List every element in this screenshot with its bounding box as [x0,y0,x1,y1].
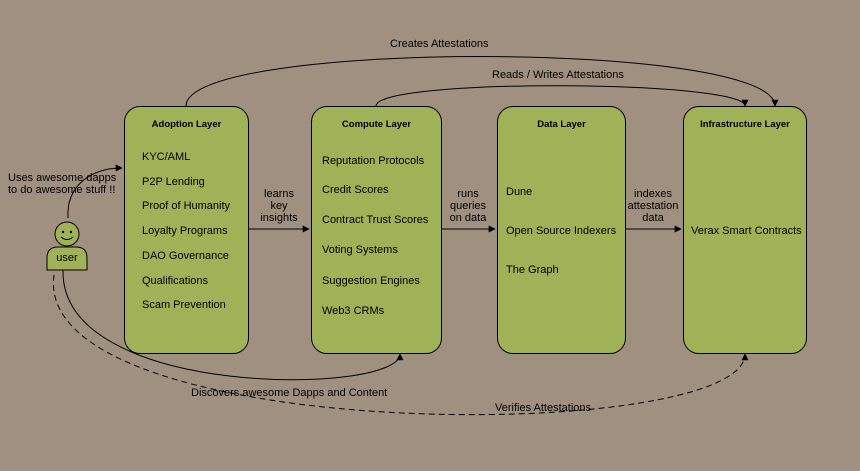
compute-layer-title: Compute Layer [341,119,412,130]
reads-writes-attestations-edge [375,85,749,107]
compute-item: Voting Systems [322,244,398,256]
reads-writes-attestations-label: Reads / Writes Attestations [492,69,624,81]
discovers-edge [62,269,404,381]
user-label: user [56,252,78,264]
infrastructure-item: Verax Smart Contracts [691,225,802,237]
compute-item: Suggestion Engines [322,275,420,287]
creates-attestations-label: Creates Attestations [390,38,489,50]
adoption-item: Loyalty Programs [142,225,228,237]
compute-item: Reputation Protocols [322,155,425,167]
user-icon [46,221,88,271]
verifies-attestations-label: Verifies Attestations [495,402,591,414]
compute-item: Credit Scores [322,184,389,196]
learns-key-insights-label: learns key insights [260,188,298,224]
infrastructure-layer-title: Infrastructure Layer [700,119,790,130]
uses-dapps-label: Uses awesome dapps to do awesome stuff !… [8,172,117,196]
data-item: Dune [506,186,533,198]
compute-item: Web3 CRMs [322,305,385,317]
data-layer-box: Data Layer Dune Open Source Indexers The… [497,106,626,354]
verifies-attestations-edge [53,274,749,416]
adoption-item: Scam Prevention [142,299,226,311]
infrastructure-layer-box: Infrastructure Layer Verax Smart Contrac… [683,106,807,354]
data-item: The Graph [506,264,559,276]
adoption-layer-title: Adoption Layer [151,119,222,130]
discovers-label: Discovers awesome Dapps and Content [191,387,388,399]
adoption-item: DAO Governance [142,250,229,262]
adoption-item: P2P Lending [142,176,205,188]
data-layer-title: Data Layer [537,119,586,130]
compute-layer-box: Compute Layer Reputation Protocols Credi… [311,106,442,354]
compute-item: Contract Trust Scores [322,214,429,226]
indexes-attestation-data-label: indexes attestation data [627,188,679,224]
adoption-item: Proof of Humanity [142,200,231,212]
adoption-item: Qualifications [142,275,209,287]
uses-dapps-edge [67,164,123,219]
adoption-layer-box: Adoption Layer KYC/AML P2P Lending Proof… [124,106,249,354]
data-item: Open Source Indexers [506,225,617,237]
creates-attestations-edge [185,56,779,107]
adoption-item: KYC/AML [142,151,191,163]
runs-queries-label: runs queries on data [449,188,487,224]
